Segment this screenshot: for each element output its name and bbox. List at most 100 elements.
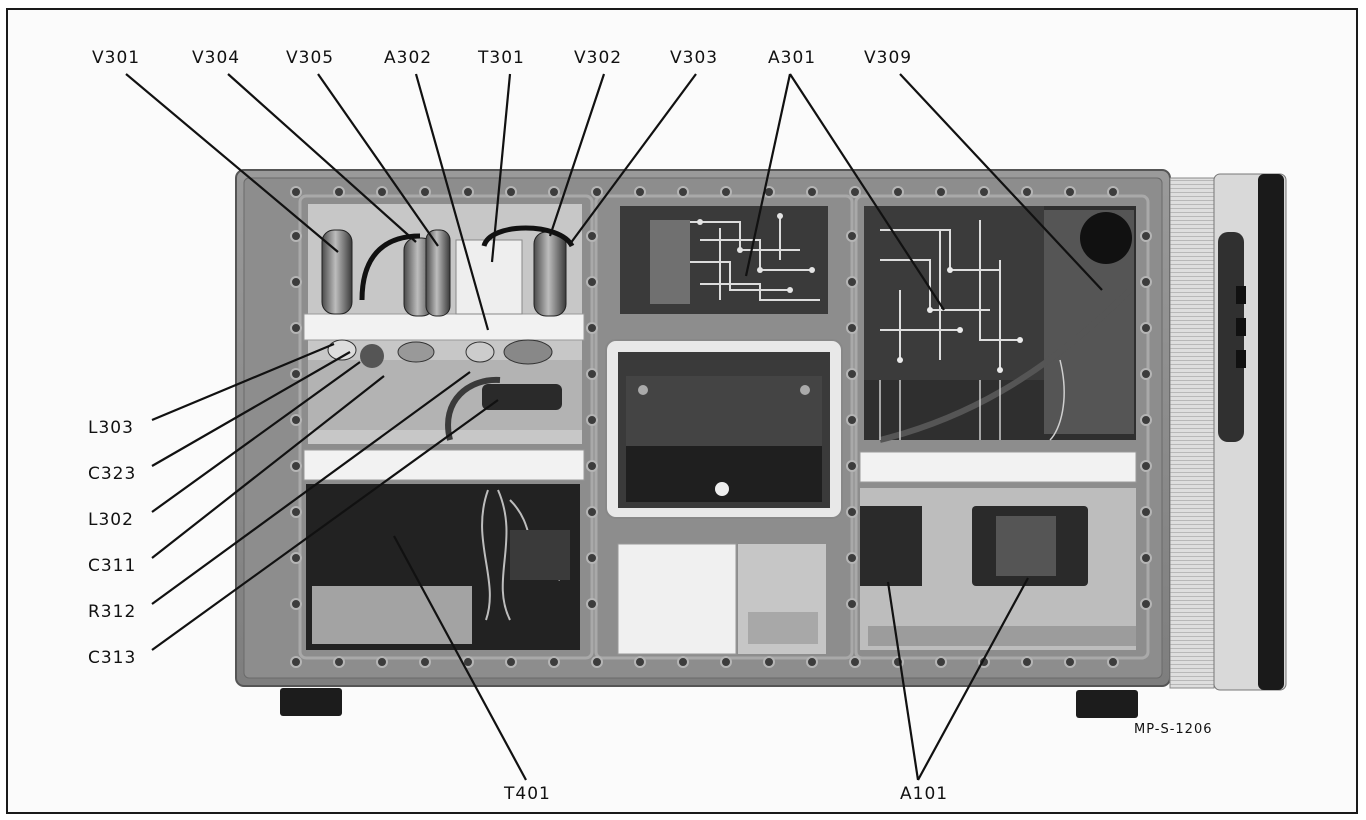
screw-hole [935, 656, 947, 668]
screw-hole [505, 656, 517, 668]
leader-lines [125, 73, 1103, 781]
front-knob [1169, 177, 1215, 689]
figure-code: MP-S-1206 [1134, 722, 1213, 737]
screw-hole [290, 506, 302, 518]
screw-hole [720, 656, 732, 668]
screw-hole [376, 656, 388, 668]
screw-hole [1064, 186, 1076, 198]
chassis-foot-left [280, 688, 342, 716]
screw-hole [1140, 506, 1152, 518]
screw-hole [1140, 460, 1152, 472]
screw-hole [548, 656, 560, 668]
screw-hole [290, 276, 302, 288]
screw-hole [505, 186, 517, 198]
label-c313: C313 [88, 648, 137, 668]
divider-bar [303, 449, 585, 481]
screw-hole [978, 186, 990, 198]
screw-hole [591, 656, 603, 668]
label-a301: A301 [768, 48, 817, 68]
screw-hole [849, 656, 861, 668]
screw-hole [290, 414, 302, 426]
screw-hole [1021, 186, 1033, 198]
screw-hole [677, 186, 689, 198]
screw-hole [634, 656, 646, 668]
screw-hole [806, 186, 818, 198]
screw-hole [846, 460, 858, 472]
label-v309: V309 [864, 48, 913, 68]
label-v301: V301 [92, 48, 141, 68]
screw-hole [846, 368, 858, 380]
screw-hole [720, 186, 732, 198]
screw-hole [586, 230, 598, 242]
screw-hole [586, 506, 598, 518]
screw-hole [290, 460, 302, 472]
label-v303: V303 [670, 48, 719, 68]
label-t301: T301 [478, 48, 525, 68]
screw-hole [586, 322, 598, 334]
screw-hole [376, 186, 388, 198]
screw-hole [591, 186, 603, 198]
screw-hole [846, 598, 858, 610]
screw-hole [333, 186, 345, 198]
screw-hole [586, 276, 598, 288]
tube-v309 [1080, 212, 1132, 264]
screw-hole [1140, 368, 1152, 380]
label-c323: C323 [88, 464, 137, 484]
screw-hole [419, 186, 431, 198]
screw-hole [1021, 656, 1033, 668]
screw-hole [290, 552, 302, 564]
screw-hole [1140, 276, 1152, 288]
screw-hole [1064, 656, 1076, 668]
lower-center-panel [617, 543, 737, 655]
label-v305: V305 [286, 48, 335, 68]
screw-hole [846, 414, 858, 426]
screw-hole [1140, 598, 1152, 610]
screw-hole [806, 656, 818, 668]
tube-shelf [303, 313, 585, 341]
screw-hole [586, 598, 598, 610]
screw-hole [1140, 230, 1152, 242]
screw-hole [548, 186, 560, 198]
screw-hole [333, 656, 345, 668]
screw-hole [1140, 322, 1152, 334]
screw-hole [586, 552, 598, 564]
screw-hole [634, 186, 646, 198]
screw-hole [1140, 414, 1152, 426]
tube-v305 [425, 229, 451, 317]
screw-hole [586, 368, 598, 380]
screw-hole [846, 506, 858, 518]
screw-hole [935, 186, 947, 198]
screw-hole [586, 414, 598, 426]
screw-hole [586, 460, 598, 472]
label-t401: T401 [504, 784, 551, 804]
screw-hole [846, 322, 858, 334]
screw-hole [290, 656, 302, 668]
label-c311: C311 [88, 556, 137, 576]
screw-hole [290, 598, 302, 610]
screw-hole [290, 186, 302, 198]
screw-hole [849, 186, 861, 198]
chassis-foot-right [1076, 690, 1138, 718]
screw-hole [846, 552, 858, 564]
label-a302: A302 [384, 48, 433, 68]
label-v304: V304 [192, 48, 241, 68]
screw-hole [677, 656, 689, 668]
tube-v301 [321, 229, 353, 315]
screw-hole [892, 186, 904, 198]
screw-hole [290, 322, 302, 334]
label-l302: L302 [88, 510, 134, 530]
screw-hole [1107, 656, 1119, 668]
screw-hole [290, 368, 302, 380]
screw-hole [290, 230, 302, 242]
screw-hole [462, 186, 474, 198]
screw-hole [763, 656, 775, 668]
screw-hole [419, 656, 431, 668]
label-l303: L303 [88, 418, 134, 438]
screw-hole [846, 230, 858, 242]
screw-hole [1107, 186, 1119, 198]
screw-hole [1140, 552, 1152, 564]
label-r312: R312 [88, 602, 137, 622]
label-v302: V302 [574, 48, 623, 68]
label-a101: A101 [900, 784, 949, 804]
